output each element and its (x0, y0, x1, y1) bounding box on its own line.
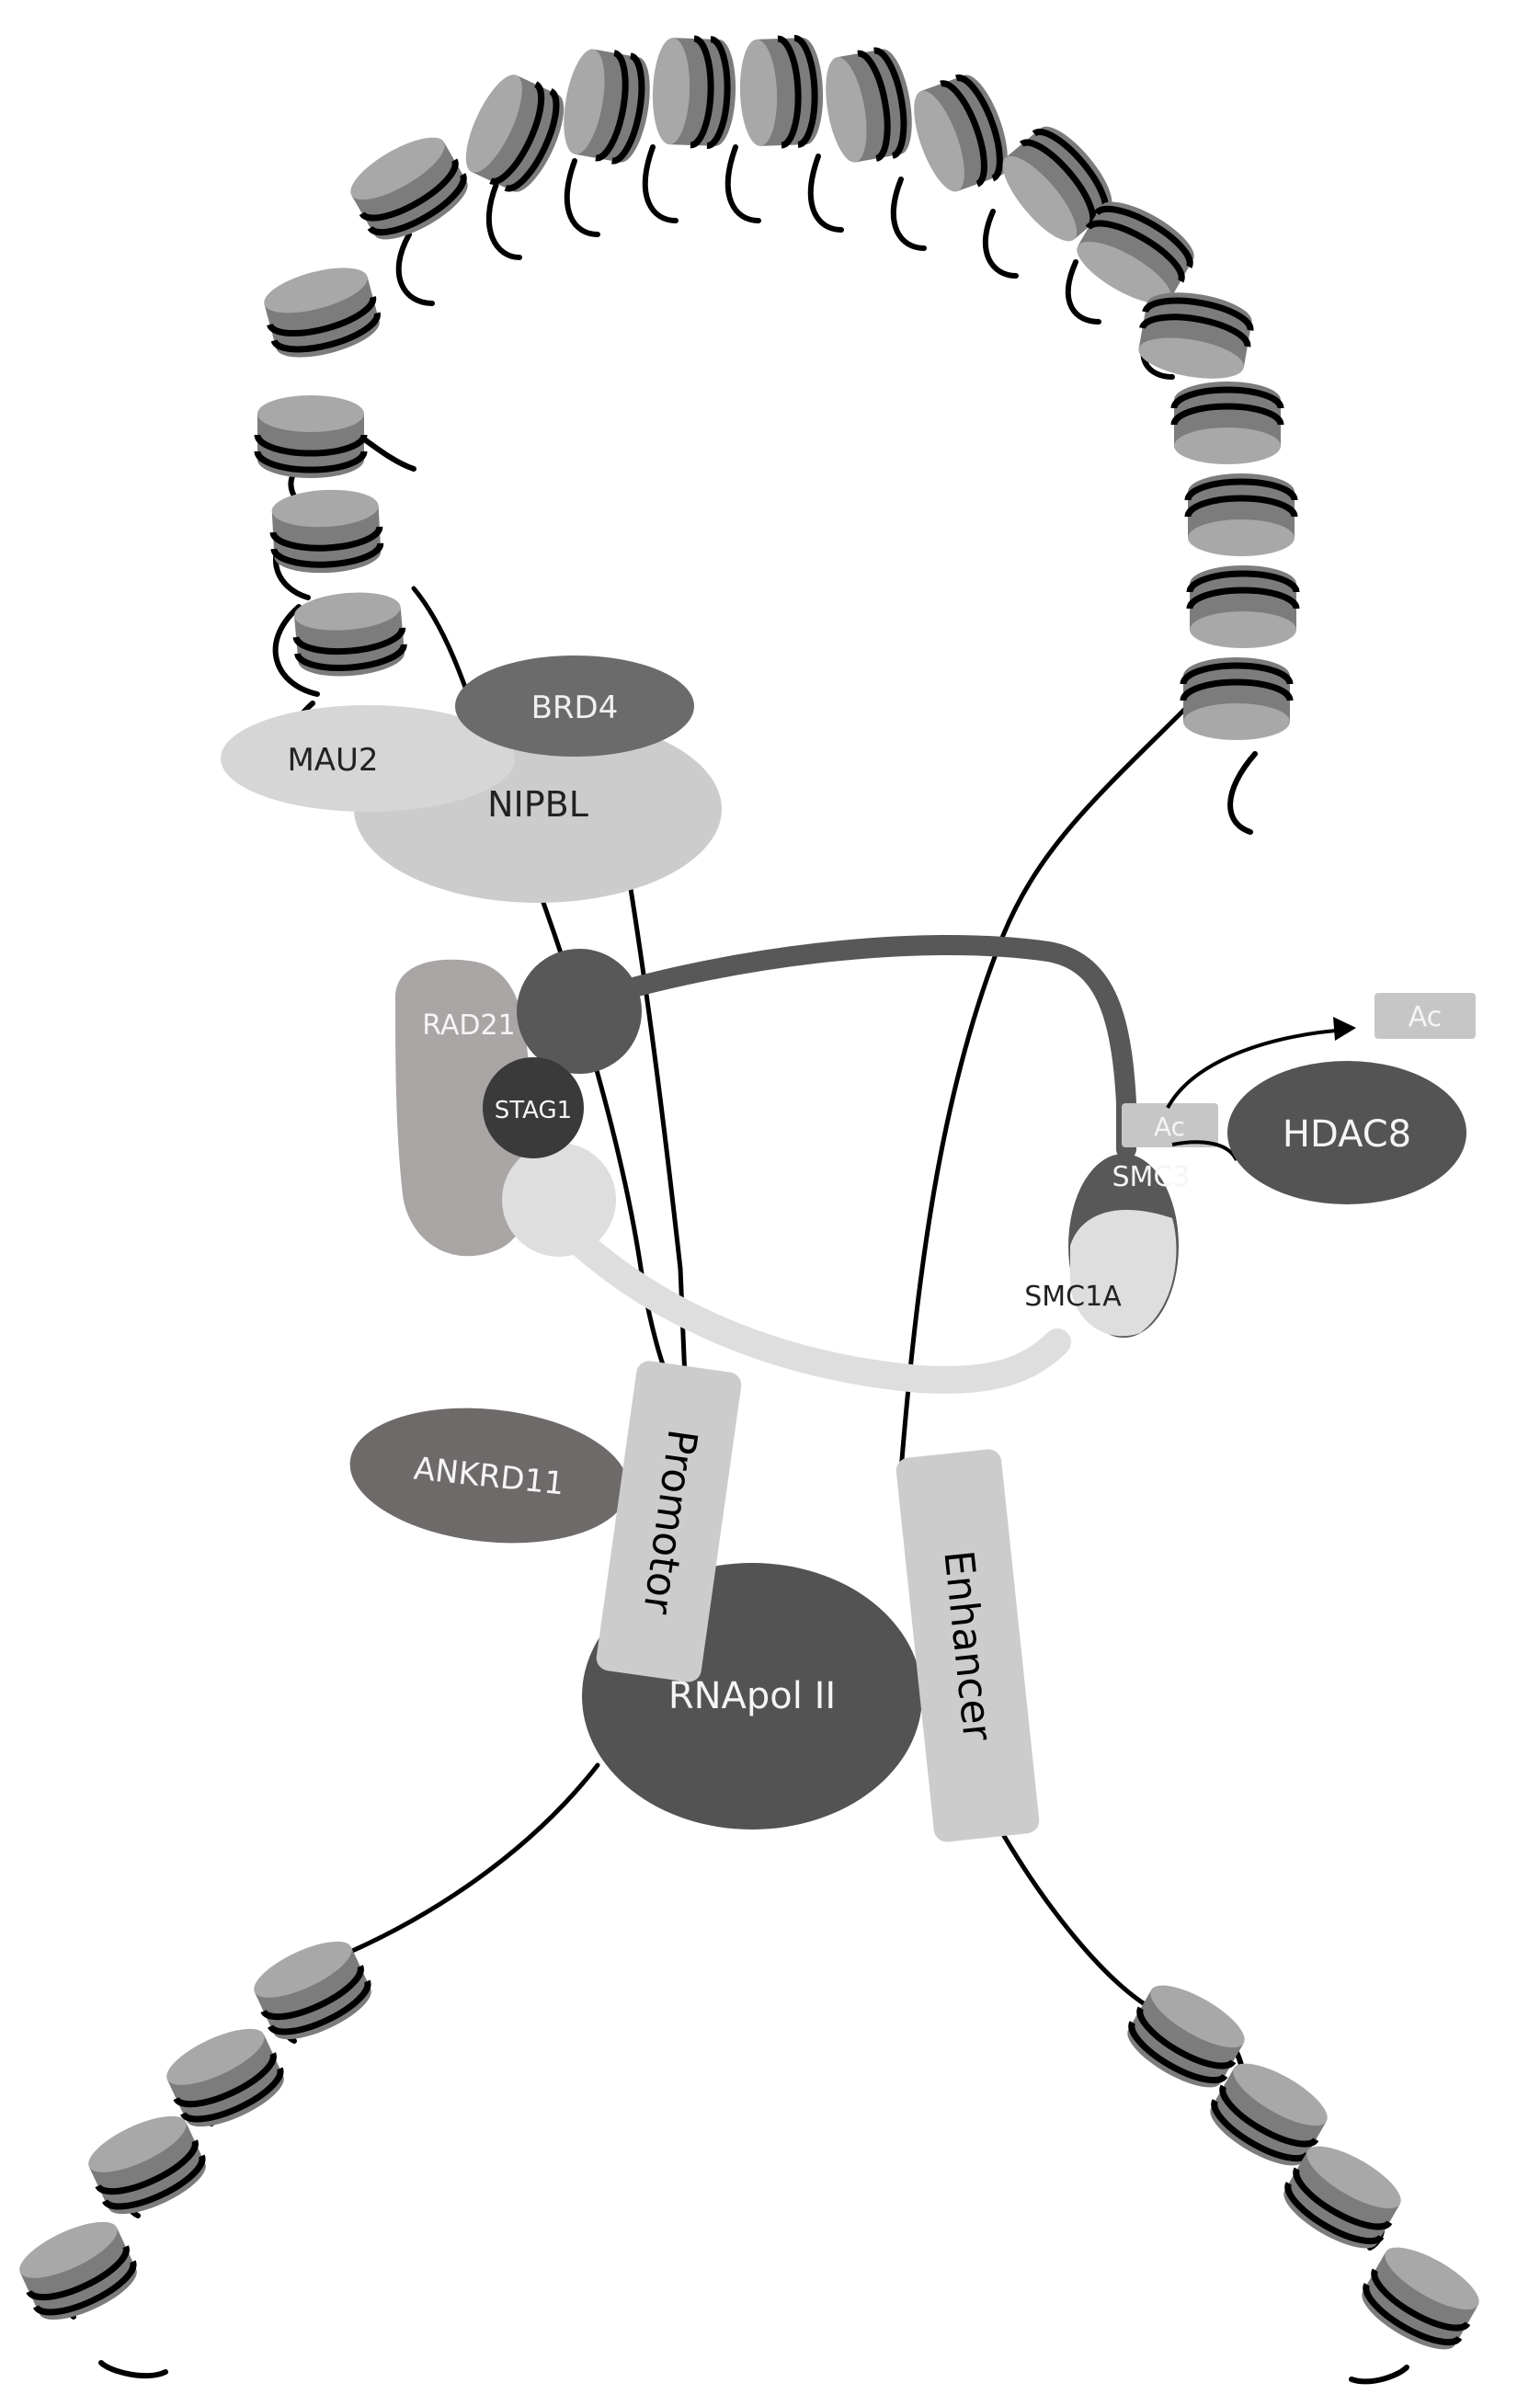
stag1-shape (483, 1057, 584, 1158)
ac-attached-box (1122, 1103, 1218, 1147)
nucleosome (455, 67, 576, 199)
promotor-dna-strand-lower (622, 852, 688, 1382)
nucleosome-array-bottom-right (1119, 1974, 1487, 2361)
smc1a-head (502, 1143, 616, 1257)
brd4-label: BRD4 (531, 690, 619, 726)
nipbl-label: NIPBL (487, 784, 588, 825)
nucleosome (651, 37, 737, 146)
enhancer-box (895, 1449, 1040, 1842)
hdac8-group: HDAC8 Ac (1166, 993, 1476, 1204)
hdac8-label: HDAC8 (1283, 1113, 1411, 1156)
smc1a-label: SMC1A (1024, 1281, 1122, 1313)
arrowhead (1333, 1017, 1356, 1041)
mau2-shape (221, 705, 515, 812)
rad21-shape (395, 959, 533, 1257)
cohesin-complex: RAD21 STAG1 SMC3 SMC1A Ac (395, 935, 1218, 1394)
smc3-label: SMC3 (1112, 1161, 1191, 1193)
left-lower-dna (310, 1762, 600, 1970)
smc3-arm (587, 935, 1136, 1159)
hdac8-shape (1227, 1061, 1466, 1204)
nucleosome-arc-top (257, 37, 1296, 740)
brd4-shape (455, 656, 694, 757)
nucleosome (342, 126, 475, 251)
promotor-box (596, 1361, 742, 1682)
ac-released-label: Ac (1409, 1001, 1443, 1033)
nipbl-complex: BRD4 MAU2 NIPBL (221, 656, 722, 903)
right-lower-dna (995, 1822, 1147, 2007)
nucleosome (257, 395, 364, 478)
smc1a-head-domain (1070, 1210, 1177, 1337)
nucleosome (1183, 657, 1290, 740)
nucleosome (1174, 382, 1281, 464)
ac-released-box (1375, 993, 1476, 1039)
ac-attached-label: Ac (1154, 1112, 1185, 1142)
nucleosome (557, 46, 657, 165)
nucleosome (738, 37, 825, 146)
nucleosome (1353, 2236, 1487, 2361)
deacetylation-arrow (1166, 1028, 1348, 1161)
enhancer-dna-strand (898, 705, 1189, 1474)
mau2-label: MAU2 (287, 742, 378, 779)
nucleosome (1190, 565, 1296, 648)
nucleosome (1188, 473, 1295, 556)
smc3-head (517, 949, 642, 1074)
nucleosome (819, 46, 919, 165)
ankrd11-group: ANKRD11 (349, 1408, 629, 1544)
nucleosome-array-bottom-left (12, 1931, 378, 2331)
rad21-label: RAD21 (422, 1009, 515, 1042)
promotor-group: Promotor (596, 1361, 742, 1682)
nucleosome (12, 2211, 143, 2331)
rnapol-label: RNApol II (668, 1675, 836, 1717)
ankrd11-shape (349, 1408, 629, 1544)
nucleosome (259, 259, 383, 367)
nucleosome (292, 588, 405, 680)
enhancer-group: Enhancer (895, 1449, 1040, 1842)
nucleosome (904, 69, 1018, 198)
nucleosome (271, 487, 382, 576)
stag1-label: STAG1 (495, 1097, 572, 1124)
smc1a-arm (529, 1191, 1071, 1394)
